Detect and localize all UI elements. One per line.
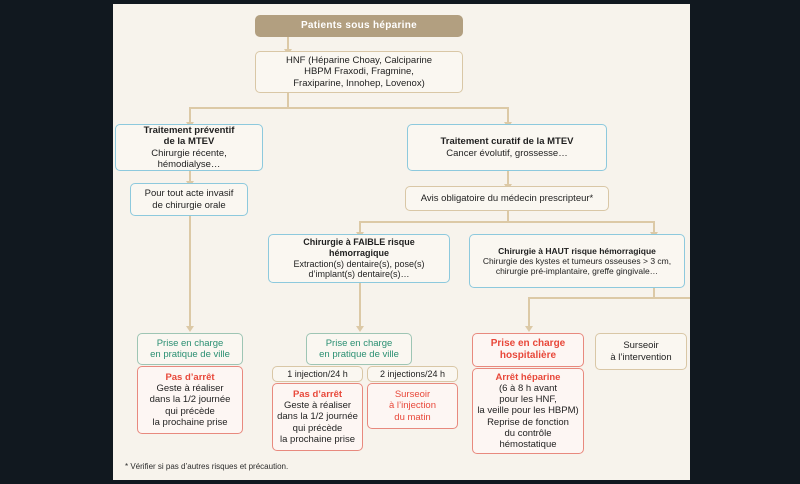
node-label-2-injections[interactable]: 2 injections/24 h [367,366,458,382]
node-label-1-injection[interactable]: 1 injection/24 h [272,366,363,382]
connector-acte-to-ville-left [189,216,191,328]
arret-heparine-line-4: Reprise de fonction [487,416,569,428]
haut-sub-line-2: chirurgie pré-implantaire, greffe gingiv… [495,266,659,276]
surseoir-injection-line-3: du matin [394,411,431,423]
arret-heparine-line-1: (6 à 8 h avant [498,383,558,394]
connector-preventif-to-acte [189,171,191,183]
drugs-line-3: Fraxiparine, Innohep, Lovenox) [293,77,425,89]
node-surseoir-injection-matin[interactable]: Surseoir à l’injection du matin [367,383,458,429]
connector-risk-right-drop [653,221,655,234]
hospitaliere-line-1: Prise en charge [490,338,566,350]
connector-header-to-drugs [287,37,289,51]
faible-sub-line-2: d’implant(s) dentaire(s)… [308,269,410,280]
pas-arret-left-line-3: qui précède [165,405,215,417]
faible-sub-line-1: Extraction(s) dentaire(s), pose(s) [293,258,425,269]
node-prise-en-charge-ville-left[interactable]: Prise en charge en pratique de ville [137,333,243,365]
connector-curatif-to-avis [507,171,509,186]
preventif-sub-line-1: Chirurgie récente, [151,147,227,159]
header-label: Patients sous héparine [300,20,418,32]
arret-heparine-line-5: du contrôle [504,427,552,439]
arrowhead-ville-mid [356,326,364,332]
node-header-patients-sous-heparine[interactable]: Patients sous héparine [255,15,463,37]
avis-label: Avis obligatoire du médecin prescripteur… [420,192,594,204]
faible-title: Chirurgie à FAIBLE risque hémorragique [303,237,415,258]
arrowhead-hospitaliere [525,326,533,332]
node-prise-en-charge-hospitaliere[interactable]: Prise en charge hospitalière [472,333,584,367]
pas-arret-left-line-1: Geste à réaliser [156,383,224,395]
curatif-sub: Cancer évolutif, grossesse… [446,147,568,159]
ville-left-line-1: Prise en charge [156,337,224,349]
node-traitement-curatif[interactable]: Traitement curatif de la MTEV Cancer évo… [407,124,607,171]
curatif-title: Traitement curatif de la MTEV [440,136,574,148]
arret-heparine-line-3: la veille pour les HBPM) [477,405,579,417]
surseoir-intervention-line-1: Surseoir [623,340,659,352]
ville-mid-line-2: en pratique de ville [319,349,399,360]
drugs-line-2: HBPM Fraxodi, Fragmine, [304,66,414,78]
hospitaliere-line-2: hospitalière [499,350,557,361]
pas-arret-mid-title: Pas d’arrêt [292,388,343,400]
acte-invasif-line-1: Pour tout acte invasif [144,188,234,200]
connector-bus-right-drop [507,107,509,124]
inj2-label: 2 injections/24 h [379,368,446,379]
surseoir-injection-line-2: à l’injection [389,400,436,412]
pas-arret-left-title: Pas d’arrêt [165,371,215,383]
arret-heparine-line-2: pour les HNF, [499,394,557,406]
arrowhead-ville-left [186,326,194,332]
connector-bus-risk [359,221,655,223]
pas-arret-left-line-4: la prochaine prise [152,416,228,428]
pas-arret-mid-line-2: dans la 1/2 journée [277,411,358,423]
preventif-title-line-1: Traitement préventif [143,125,235,137]
pas-arret-mid-line-4: la prochaine prise [280,433,355,445]
haut-title: Chirurgie à HAUT risque hémorragique [498,245,656,256]
connector-bus-top [189,107,509,109]
arret-heparine-title: Arrêt héparine [495,371,561,383]
connector-bus-haut [528,297,690,299]
node-surseoir-intervention[interactable]: Surseoir à l’intervention [595,333,687,370]
pas-arret-mid-line-1: Geste à réaliser [283,400,352,412]
drugs-line-1: HNF (Héparine Choay, Calciparine [285,55,433,67]
node-pas-darret-mid[interactable]: Pas d’arrêt Geste à réaliser dans la 1/2… [272,383,363,451]
node-chirurgie-faible-risque[interactable]: Chirurgie à FAIBLE risque hémorragique E… [268,234,450,283]
connector-haut-left-drop [528,297,530,328]
connector-drugs-down [287,93,289,107]
surseoir-injection-line-1: Surseoir [394,389,431,401]
node-chirurgie-haut-risque[interactable]: Chirurgie à HAUT risque hémorragique Chi… [469,234,685,288]
arret-heparine-line-6: hémostatique [499,439,557,451]
acte-invasif-line-2: de chirurgie orale [152,199,226,211]
connector-faible-to-ville-mid [359,283,361,328]
connector-avis-down [507,211,509,221]
node-pas-darret-left[interactable]: Pas d’arrêt Geste à réaliser dans la 1/2… [137,366,243,434]
node-heparin-drugs[interactable]: HNF (Héparine Choay, Calciparine HBPM Fr… [255,51,463,93]
ville-left-line-2: en pratique de ville [150,349,230,360]
flowchart-canvas: Patients sous héparine HNF (Héparine Cho… [113,4,690,480]
footnote: * Vérifier si pas d’autres risques et pr… [125,462,289,471]
surseoir-intervention-line-2: à l’intervention [610,351,672,363]
node-traitement-preventif[interactable]: Traitement préventif de la MTEV Chirurgi… [115,124,263,171]
node-arret-heparine[interactable]: Arrêt héparine (6 à 8 h avant pour les H… [472,368,584,454]
node-prise-en-charge-ville-mid[interactable]: Prise en charge en pratique de ville [306,333,412,365]
preventif-title-line-2: de la MTEV [163,136,215,148]
preventif-sub-line-2: hémodialyse… [157,158,221,170]
connector-risk-left-drop [359,221,361,234]
connector-haut-down [653,288,655,297]
pas-arret-left-line-2: dans la 1/2 journée [149,394,231,406]
inj1-label: 1 injection/24 h [287,368,348,379]
node-acte-invasif[interactable]: Pour tout acte invasif de chirurgie oral… [130,183,248,216]
node-avis-medecin[interactable]: Avis obligatoire du médecin prescripteur… [405,186,609,211]
ville-mid-line-1: Prise en charge [325,337,393,349]
haut-sub-line-1: Chirurgie des kystes et tumeurs osseuses… [482,255,672,266]
pas-arret-mid-line-3: qui précède [292,422,343,434]
connector-bus-left-drop [189,107,191,124]
